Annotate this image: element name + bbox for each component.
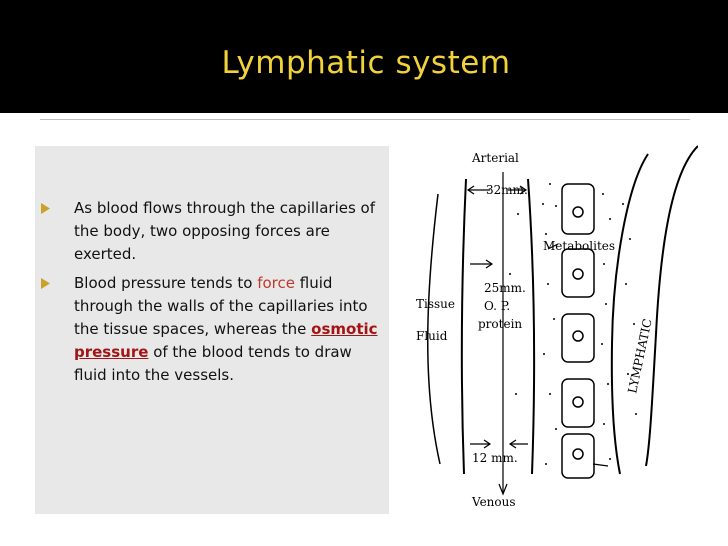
text-panel [35, 146, 389, 514]
bullet-text: As blood flows through the capillaries o… [74, 199, 376, 263]
bullet-text-post: of the blood tends to draw fluid into th… [74, 343, 352, 384]
bullet-text-pre: Blood pressure tends to [74, 274, 258, 292]
bullet-item: Blood pressure tends to force fluid thro… [38, 272, 388, 387]
label-protein: protein [478, 317, 522, 331]
bullet-text-mid: fluid through the walls of the capillari… [74, 274, 368, 338]
title-bar: Lymphatic system [0, 0, 728, 113]
capillary-diagram: Arterial 32mm. Metabolites 25mm. O. P. p… [416, 145, 698, 509]
label-pressure-mid: 25mm. [484, 281, 526, 295]
label-pressure-bottom: 12 mm. [472, 451, 518, 465]
label-tissue: Tissue [416, 297, 455, 311]
label-pressure-top: 32mm. [486, 183, 528, 197]
label-op: O. P. [484, 299, 510, 313]
cells [561, 183, 595, 479]
bullet-item: As blood flows through the capillaries o… [38, 197, 388, 266]
label-fluid: Fluid [416, 329, 448, 343]
slide-title: Lymphatic system [221, 45, 511, 81]
bullet-list: As blood flows through the capillaries o… [38, 197, 388, 393]
bullet-arrow-icon [41, 278, 50, 289]
label-venous: Venous [471, 495, 516, 509]
label-metabolites: Metabolites [543, 239, 615, 253]
highlight-osmotic-pressure: osmotic pressure [74, 320, 378, 361]
bullet-arrow-icon [41, 203, 50, 214]
label-lymphatic: LYMPHATIC [625, 317, 654, 394]
label-arterial: Arterial [471, 151, 519, 165]
highlight-force: force [257, 274, 295, 292]
divider [40, 119, 690, 120]
